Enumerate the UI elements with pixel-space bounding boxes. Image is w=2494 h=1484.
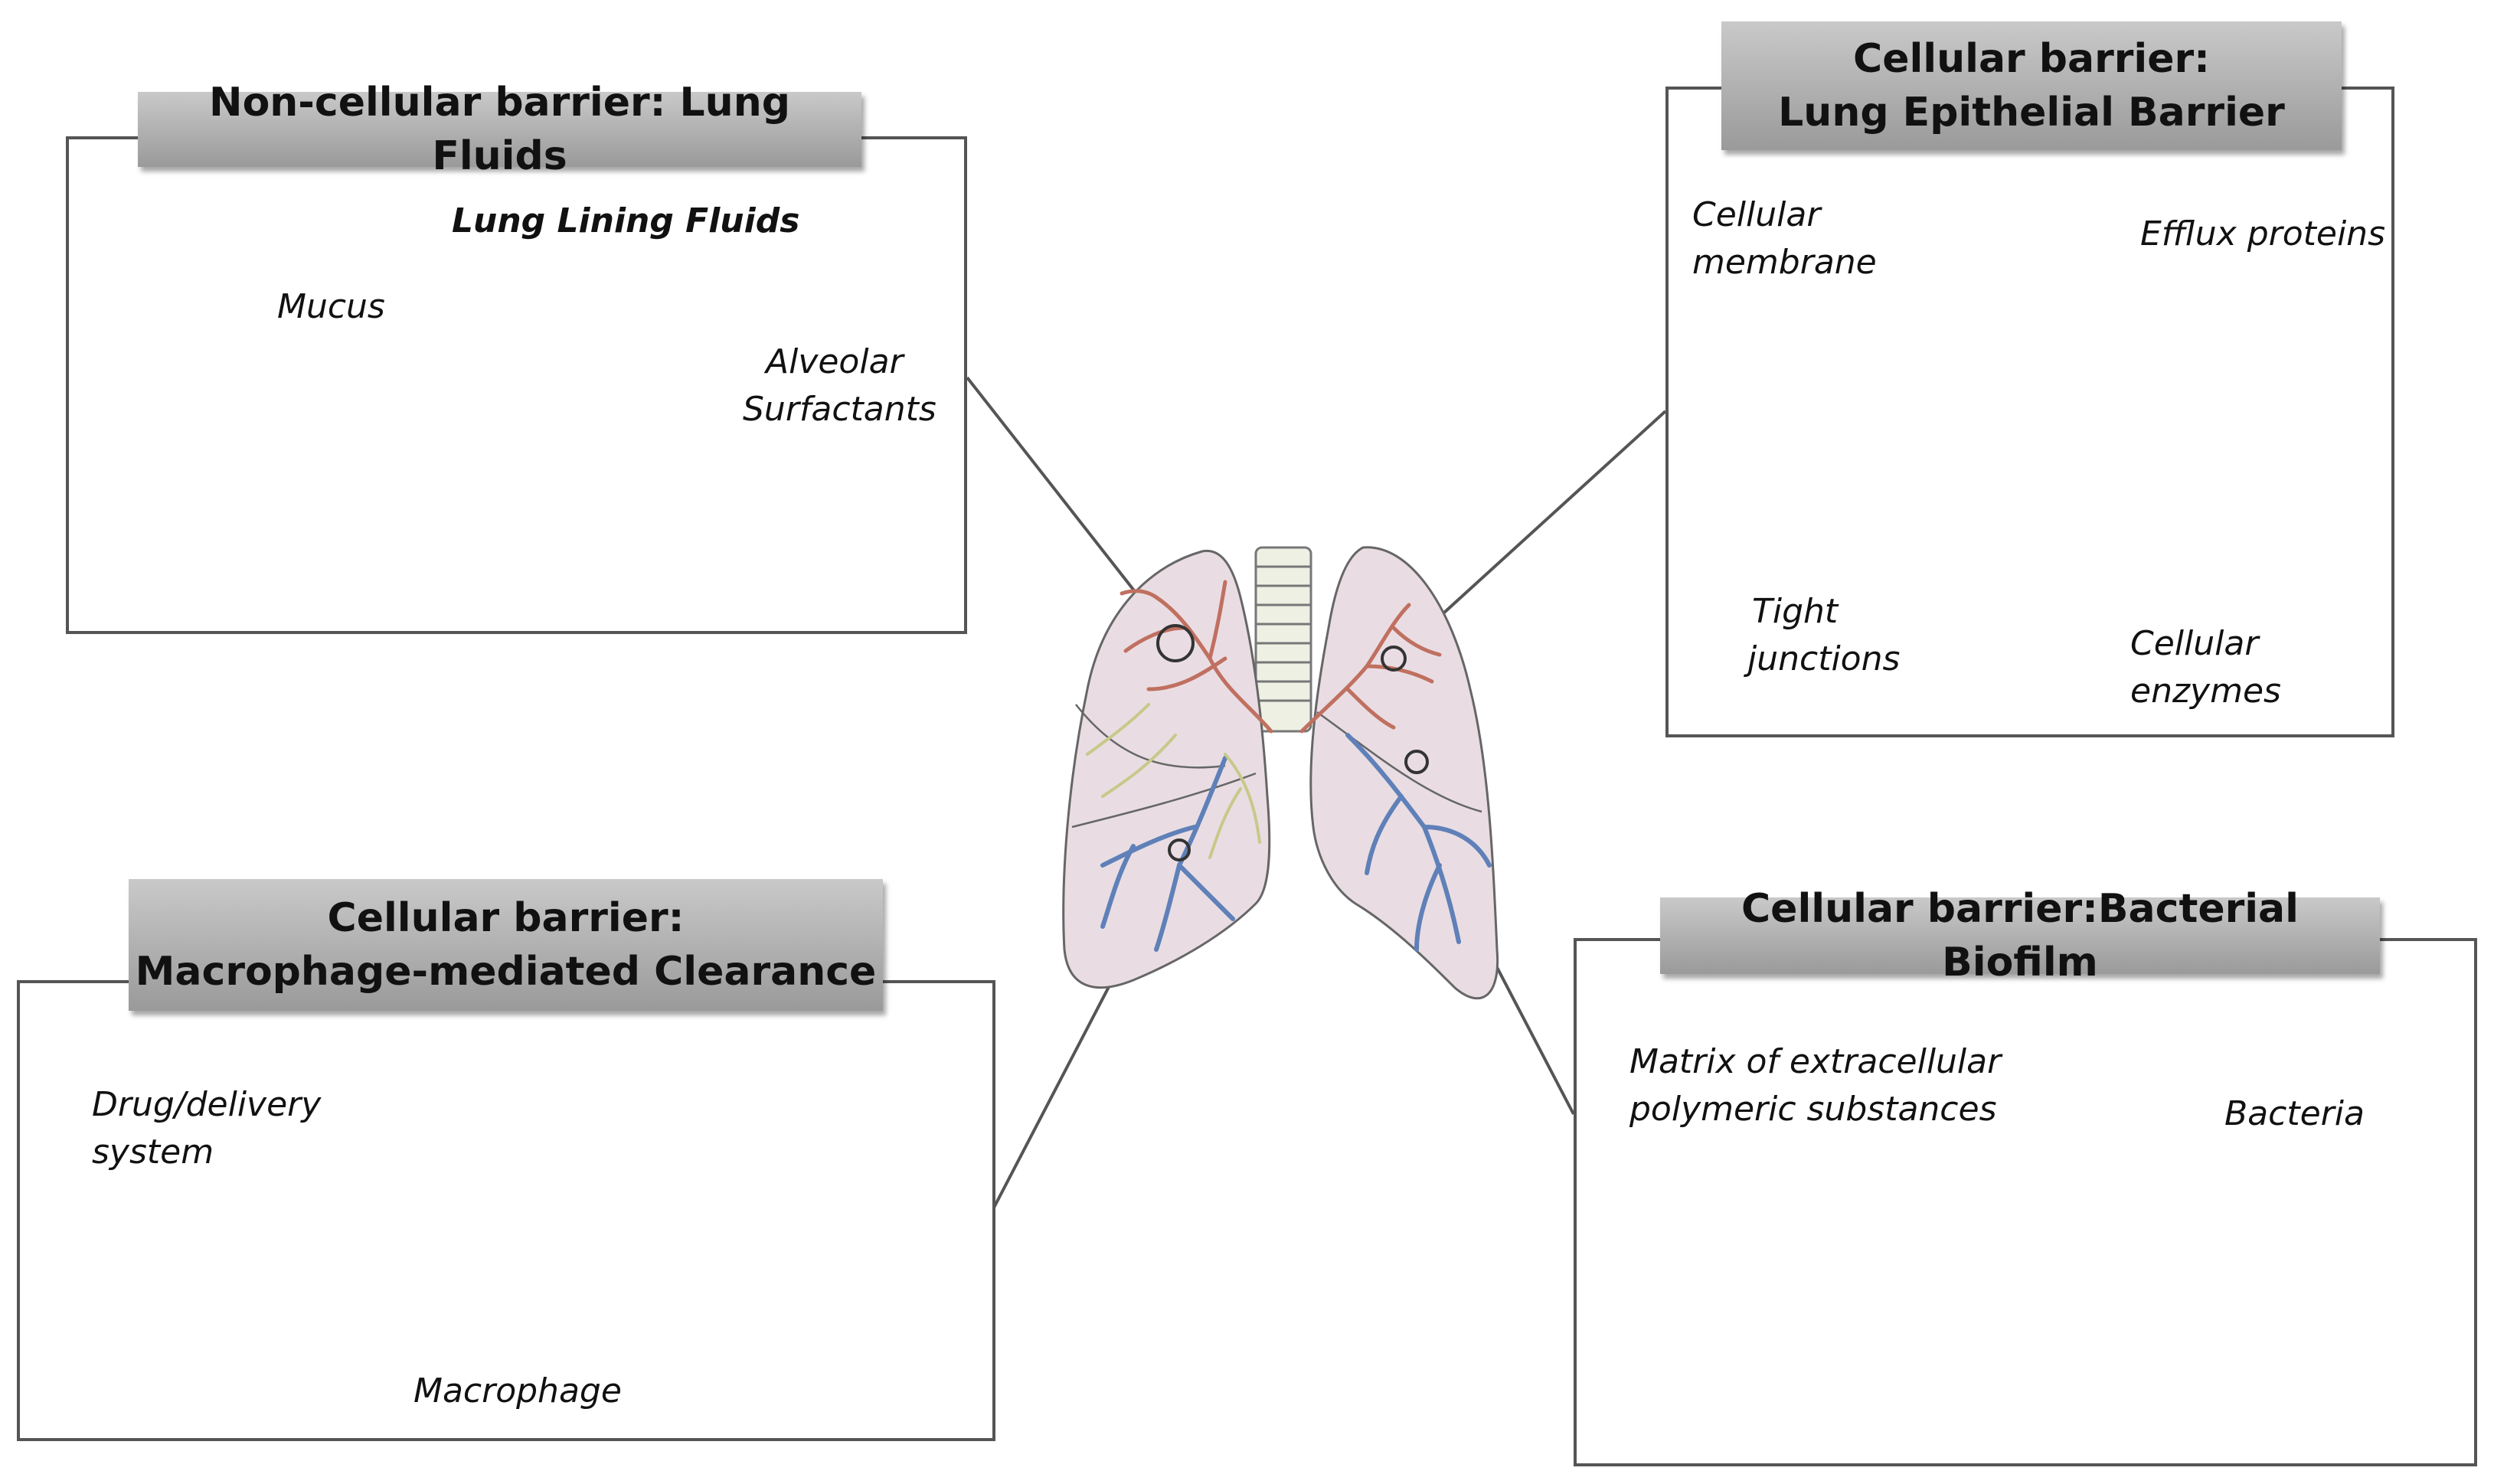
- panel-macrophage: [17, 980, 995, 1441]
- label-mucus: Mucus: [277, 287, 385, 326]
- label-drug-delivery-1: Drug/delivery: [92, 1085, 322, 1124]
- right-lung-lobe: [1062, 549, 1271, 989]
- label-surfactants: Surfactants: [743, 390, 936, 429]
- label-alveolar: Alveolar: [766, 342, 904, 381]
- lungs-illustration: [1062, 546, 1499, 1000]
- label-matrix-2: polymeric substances: [1629, 1090, 1997, 1129]
- label-efflux-proteins: Efflux proteins: [2140, 214, 2385, 253]
- panel-title-biofilm: Cellular barrier:Bacterial Biofilm: [1660, 886, 2380, 986]
- label-tight-1: Tight: [1752, 592, 1839, 631]
- panel-title-lung-fluids: Non-cellular barrier: Lung Fluids: [138, 80, 861, 179]
- label-macrophage: Macrophage: [413, 1371, 622, 1410]
- panel-title-line1: Cellular barrier:: [1853, 36, 2210, 82]
- panel-title-line2: Macrophage-mediated Clearance: [135, 949, 877, 995]
- label-tight-2: junctions: [1747, 639, 1901, 678]
- label-enzymes-1: Cellular: [2130, 624, 2259, 663]
- label-bacteria: Bacteria: [2224, 1094, 2365, 1133]
- label-cellular-membrane-1: Cellular: [1692, 195, 1821, 234]
- label-cellular-membrane-2: membrane: [1692, 243, 1877, 282]
- panel-epithelial-barrier: [1665, 87, 2394, 737]
- bronchi-lower: [1100, 733, 1492, 952]
- left-lung-lobe: [1309, 546, 1499, 1000]
- panel-title-epithelial: Cellular barrier: Lung Epithelial Barrie…: [1721, 21, 2342, 150]
- label-lung-lining-fluids: Lung Lining Fluids: [452, 201, 800, 240]
- bronchi-upper: [1120, 580, 1442, 734]
- panel-title-macrophage: Cellular barrier: Macrophage-mediated Cl…: [129, 879, 883, 1011]
- panel-title-text: Cellular barrier:Bacterial Biofilm: [1741, 886, 2299, 986]
- bronchi-middle: [1086, 703, 1261, 859]
- panel-title-line1: Cellular barrier:: [327, 895, 685, 941]
- magnifier-circles: [1156, 624, 1429, 861]
- label-matrix-1: Matrix of extracellular: [1629, 1042, 2002, 1081]
- panel-title-line2: Lung Epithelial Barrier: [1778, 90, 2285, 136]
- label-drug-delivery-2: system: [92, 1133, 214, 1172]
- panel-biofilm: [1574, 938, 2477, 1466]
- label-enzymes-2: enzymes: [2130, 672, 2281, 711]
- trachea: [1254, 546, 1312, 733]
- panel-title-text: Non-cellular barrier: Lung Fluids: [209, 80, 790, 179]
